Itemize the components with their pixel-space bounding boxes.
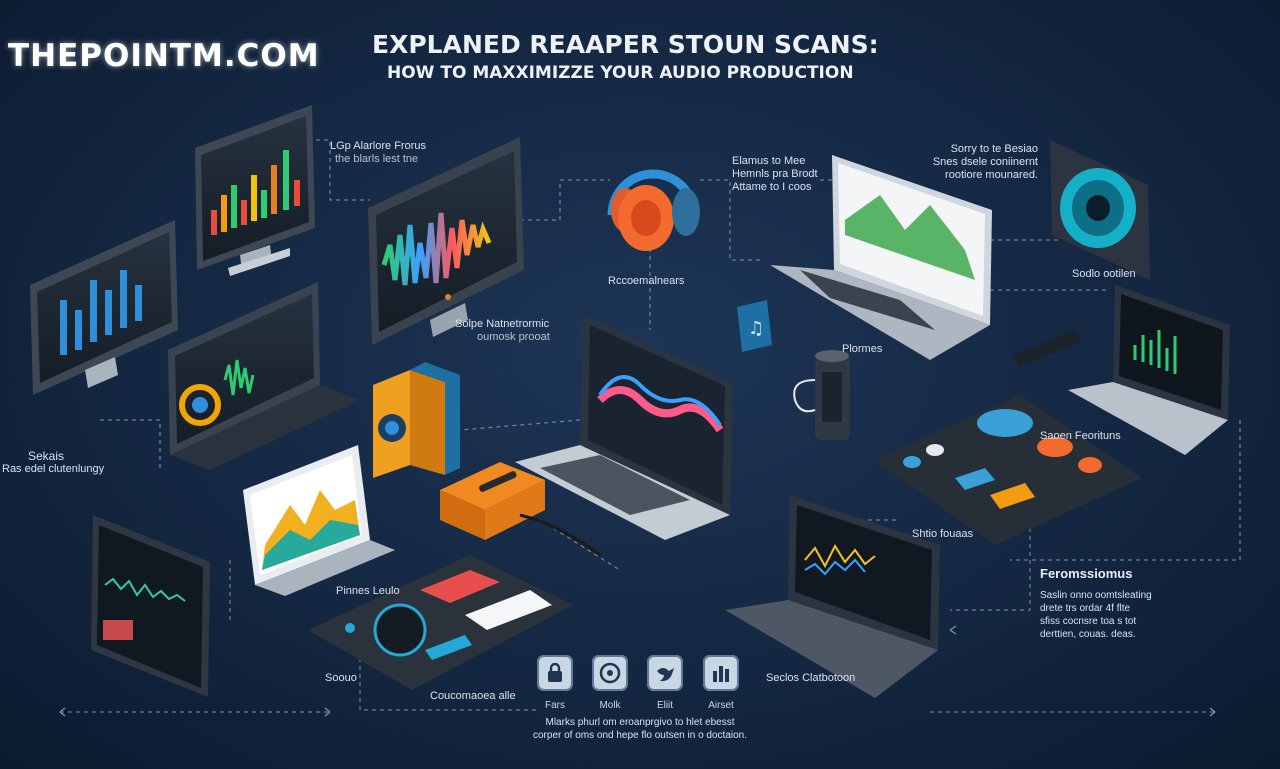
monitor-small xyxy=(195,105,315,276)
lock-icon[interactable] xyxy=(537,655,573,691)
right-panel-text: Saslin onno oomtsleating drete trs ordar… xyxy=(1040,590,1152,640)
bird-icon[interactable] xyxy=(647,655,683,691)
music-box: ♫ xyxy=(737,300,772,352)
page-title: EXPLANED REAAPER STOUN SCANS: xyxy=(372,30,879,59)
label-center-tag: Plormes xyxy=(842,343,883,355)
monitor-left xyxy=(30,220,178,395)
label-workstation: Seclos Clatbotoon xyxy=(766,672,856,684)
usb-stick xyxy=(1012,330,1082,367)
label-laptop-top: Elamus to Mee Hemnls pra Brodt Attame to… xyxy=(732,155,818,193)
svg-text:♫: ♫ xyxy=(748,318,764,339)
disc-icon[interactable] xyxy=(592,655,628,691)
bars-icon[interactable] xyxy=(703,655,739,691)
dj-controller xyxy=(873,395,1142,545)
label-top-left-monitor: LGp Alarlore Frorus the blarls lest tne xyxy=(330,140,426,165)
label-controller: Saoen Feorituns xyxy=(1040,430,1121,442)
microphone xyxy=(793,350,850,440)
label-pad-center: Coucomaoea alle xyxy=(430,690,516,702)
laptop-center xyxy=(515,315,733,540)
label-disc-caption: Sodlo ootilen xyxy=(1072,268,1136,280)
right-panel-title: Feromssiomus xyxy=(1040,566,1133,581)
monitor-waveform xyxy=(368,137,524,345)
headphones xyxy=(607,169,700,251)
brand-logo: THEPOINTM.COM xyxy=(8,38,320,74)
speaker-device xyxy=(373,362,460,478)
label-left-side: Sekais Ras edel clutenlungy xyxy=(2,449,105,476)
laptop-right xyxy=(1068,285,1230,455)
laptop-top-right xyxy=(770,155,992,360)
label-disc: Sorry to te Besiao Snes dsele coniinernt… xyxy=(932,143,1038,181)
laptop-left xyxy=(168,282,360,470)
label-pad-left: Soouo xyxy=(325,672,357,684)
feature-label-4: Airset xyxy=(708,700,734,711)
footer-text: Mlarks phurl om eroanprgivo to hlet ebes… xyxy=(532,717,748,741)
audio-interface xyxy=(440,462,601,557)
disc-device xyxy=(1050,140,1150,280)
control-pad xyxy=(308,555,573,690)
feature-label-3: Eliit xyxy=(656,700,674,711)
page-subtitle: HOW TO MAXXIMIZZE YOUR AUDIO PRODUCTION xyxy=(387,63,854,83)
feature-label-2: Molk xyxy=(599,700,621,711)
right-info-panel: Feromssiomus Saslin onno oomtsleating dr… xyxy=(1040,566,1260,641)
label-headphones: Rccoemalnears xyxy=(608,275,685,287)
feature-label-1: Fars xyxy=(545,700,565,711)
laptop-workstation xyxy=(725,495,940,698)
label-interface: Solpe Natnetrormic oumosk prooat xyxy=(455,318,550,343)
label-small-laptop: Pinnes Leulo xyxy=(336,585,400,597)
label-mixer: Shtio fouaas xyxy=(912,528,974,540)
tablet-left xyxy=(91,515,210,697)
laptop-small-chart xyxy=(243,445,395,596)
